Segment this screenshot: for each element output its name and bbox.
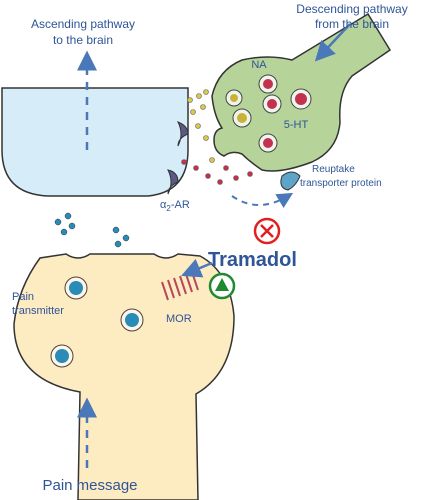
ascending-neuron <box>1 87 189 197</box>
inhibit-icon <box>253 217 281 245</box>
alpha2-ar-label: α2-AR <box>160 199 190 213</box>
descending-label-line2: from the brain <box>315 17 389 31</box>
ascending-label-line1: Ascending pathway <box>31 17 135 31</box>
descending-label-line1: Descending pathway <box>296 2 407 16</box>
reuptake-label-line1: Reuptake <box>312 164 355 175</box>
descending-arrow <box>314 23 351 62</box>
pain-transmitter-dots <box>54 212 130 248</box>
mor-receptor <box>161 271 199 301</box>
reuptake-arrow <box>231 192 294 209</box>
reuptake-label-line2: transporter protein <box>300 178 382 189</box>
pain-transmitter-label-line1: Pain <box>12 291 34 303</box>
activate-icon <box>208 272 236 300</box>
pain-transmitter-label-line2: transmitter <box>12 305 64 317</box>
released-neurotransmitters <box>181 89 253 185</box>
pain-neuron <box>13 253 235 500</box>
na-vesicles <box>225 74 312 153</box>
na-label: NA <box>251 59 267 71</box>
tramadol-to-mor-arrow <box>181 258 213 278</box>
tramadol-label: Tramadol <box>208 249 297 271</box>
reuptake-transporter <box>280 171 301 191</box>
pain-message-label: Pain message <box>42 477 137 494</box>
pain-vesicles <box>50 276 144 368</box>
mor-label: MOR <box>166 313 192 325</box>
alpha2-receptor <box>167 121 189 195</box>
5ht-label: 5-HT <box>284 119 309 131</box>
ascending-label-line2: to the brain <box>53 33 113 47</box>
